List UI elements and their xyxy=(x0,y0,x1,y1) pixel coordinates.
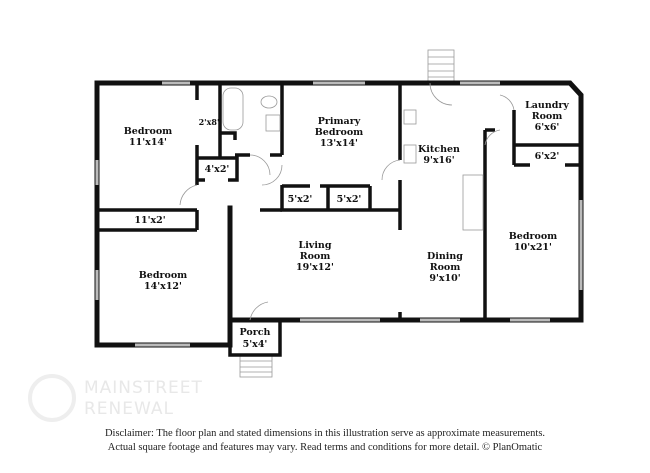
disclaimer-line-2: Actual square footage and features may v… xyxy=(107,442,543,453)
room-name: Laundry xyxy=(525,100,569,111)
disclaimer-line-1: Disclaimer: The floor plan and stated di… xyxy=(104,428,546,439)
windows xyxy=(95,81,583,347)
room-bedroom-2: Bedroom 14'x12' xyxy=(139,270,187,292)
room-dim: 11'x14' xyxy=(129,137,167,148)
closet-4x2-dim: 4'x2' xyxy=(205,164,230,175)
room-name: Bedroom xyxy=(509,231,557,242)
closet-5x2-a-dim: 5'x2' xyxy=(288,194,313,205)
closet-6x2-dim: 6'x2' xyxy=(535,151,560,162)
room-laundry: Laundry Room 6'x6' xyxy=(525,100,569,133)
room-living: Living Room 19'x12' xyxy=(296,240,334,273)
interior-walls xyxy=(97,83,581,320)
room-dim: 13'x14' xyxy=(320,138,358,149)
room-name: Porch xyxy=(240,327,271,338)
room-bedroom-3: Bedroom 10'x21' xyxy=(509,231,557,253)
watermark-line2: RENEWAL xyxy=(84,399,174,419)
room-dim: 5'x4' xyxy=(243,339,268,350)
room-name: Room xyxy=(300,251,331,262)
room-dim: 9'x16' xyxy=(423,155,454,166)
room-primary-bedroom: Primary Bedroom 13'x14' xyxy=(315,116,363,149)
room-dim: 9'x10' xyxy=(429,273,460,284)
closet-5x2-b-dim: 5'x2' xyxy=(337,194,362,205)
room-name: Living xyxy=(299,240,332,251)
porch-steps xyxy=(239,354,273,378)
room-bedroom-1: Bedroom 11'x14' xyxy=(124,126,172,148)
room-dim: 6'x6' xyxy=(535,122,560,133)
fixtures xyxy=(179,82,515,321)
room-name: Room xyxy=(430,262,461,273)
watermark-line1: MAINSTREET xyxy=(84,378,203,398)
room-name: Kitchen xyxy=(418,144,460,155)
closet-2x8-dim: 2'x8' xyxy=(199,117,220,127)
room-dim: 19'x12' xyxy=(296,262,334,273)
room-kitchen: Kitchen 9'x16' xyxy=(418,144,460,166)
stairs-top xyxy=(427,49,455,84)
room-name: Dining xyxy=(427,251,463,262)
room-name: Bedroom xyxy=(124,126,172,137)
room-name: Primary xyxy=(318,116,361,127)
room-dim: 10'x21' xyxy=(514,242,552,253)
watermark-logo: MAINSTREET RENEWAL xyxy=(28,374,203,422)
room-dining: Dining Room 9'x10' xyxy=(427,251,463,284)
room-porch: Porch 5'x4' xyxy=(240,327,271,350)
room-name: Room xyxy=(532,111,563,122)
room-name: Bedroom xyxy=(315,127,363,138)
closet-11x2-dim: 11'x2' xyxy=(134,215,165,226)
room-name: Bedroom xyxy=(139,270,187,281)
room-dim: 14'x12' xyxy=(144,281,182,292)
